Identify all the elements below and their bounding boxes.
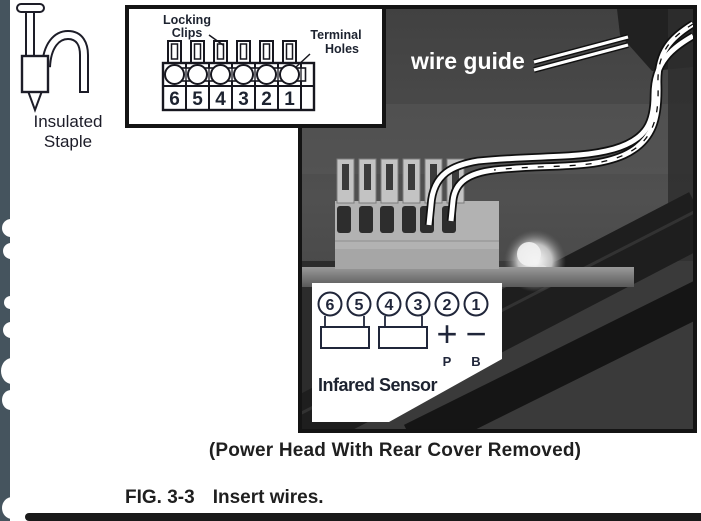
terminal-shelf — [302, 267, 634, 287]
circled-number-3: 3 — [414, 297, 423, 314]
callout-number-4: 4 — [215, 89, 226, 110]
staple-caption-line2: Staple — [43, 132, 93, 151]
insulated-staple-illustration — [16, 3, 89, 113]
photo-caption: (Power Head With Rear Cover Removed) — [208, 440, 582, 461]
staple-caption-line1: Insulated — [33, 112, 103, 131]
page-edge-scallop — [4, 296, 17, 309]
sensor-label: Infared Sensor — [318, 375, 438, 395]
minus-sub-label: B — [471, 354, 480, 369]
terminal-holes-label-line2: Holes — [325, 42, 359, 56]
terminal-diagram: 6 5 4 3 2 1 Locking Clips Terminal Holes — [161, 13, 362, 112]
callout-number-2: 2 — [261, 89, 272, 110]
terminal-holes-leader — [295, 53, 311, 68]
label-connectors — [320, 316, 428, 349]
callout-number-5: 5 — [192, 89, 203, 110]
page-edge-scallop — [1, 358, 23, 384]
page-edge-scallop — [2, 497, 22, 519]
terminal-block — [335, 158, 499, 269]
insulated-staple-figure: Insulated Staple — [12, 3, 108, 151]
page-edge-scallop — [3, 322, 19, 338]
circled-number-2: 2 — [443, 297, 452, 314]
circled-number-4: 4 — [385, 297, 394, 314]
locking-clips-leader — [208, 34, 224, 46]
figure-caption-text: Insert wires. — [212, 487, 324, 508]
locking-clips-label-line2: Clips — [172, 26, 203, 40]
page-edge-strip — [0, 0, 10, 521]
wires — [424, 20, 693, 226]
housing-cable — [403, 281, 693, 429]
figure-caption-label: FIG. 3-3 — [125, 487, 195, 508]
page-edge-scallop — [2, 219, 20, 237]
circled-number-6: 6 — [326, 297, 335, 314]
wire-guide-pointer — [533, 34, 629, 73]
terminal-hole — [337, 206, 351, 233]
page-edge-scallop — [3, 243, 19, 259]
terminal-hole — [402, 206, 416, 233]
terminal-hole — [380, 206, 394, 233]
staple-arch — [41, 29, 89, 93]
wire-guide-label: wire guide — [410, 48, 525, 74]
terminal-diagram-callout: 6 5 4 3 2 1 Locking Clips Terminal Holes — [125, 5, 386, 128]
minus-symbol: − — [465, 313, 486, 354]
wiring-label: 6 5 4 3 2 1 + − P B — [312, 283, 502, 422]
staple-block — [20, 54, 50, 94]
callout-number-3: 3 — [238, 89, 249, 110]
circled-number-1: 1 — [472, 297, 481, 314]
wiring-label-plate — [312, 283, 502, 422]
wire-guide-annotation: wire guide — [410, 34, 629, 74]
callout-number-6: 6 — [169, 89, 180, 110]
scan-artifact-bar — [25, 513, 701, 521]
staple-caption: Insulated Staple — [16, 112, 120, 152]
plus-symbol: + — [436, 313, 457, 354]
locking-clips — [167, 40, 297, 64]
terminal-number-circles — [317, 291, 489, 317]
nail-icon — [16, 3, 45, 113]
page-edge-scallop — [2, 390, 20, 410]
terminal-hole — [359, 206, 373, 233]
circled-number-5: 5 — [355, 297, 364, 314]
locking-clips-label-line1: Locking — [163, 13, 211, 27]
terminal-holes-label-line1: Terminal — [310, 28, 361, 42]
terminal-hole-circles — [164, 64, 300, 85]
plus-sub-label: P — [443, 354, 452, 369]
callout-number-1: 1 — [284, 89, 295, 110]
figure-caption: FIG. 3-3 Insert wires. — [125, 487, 324, 509]
